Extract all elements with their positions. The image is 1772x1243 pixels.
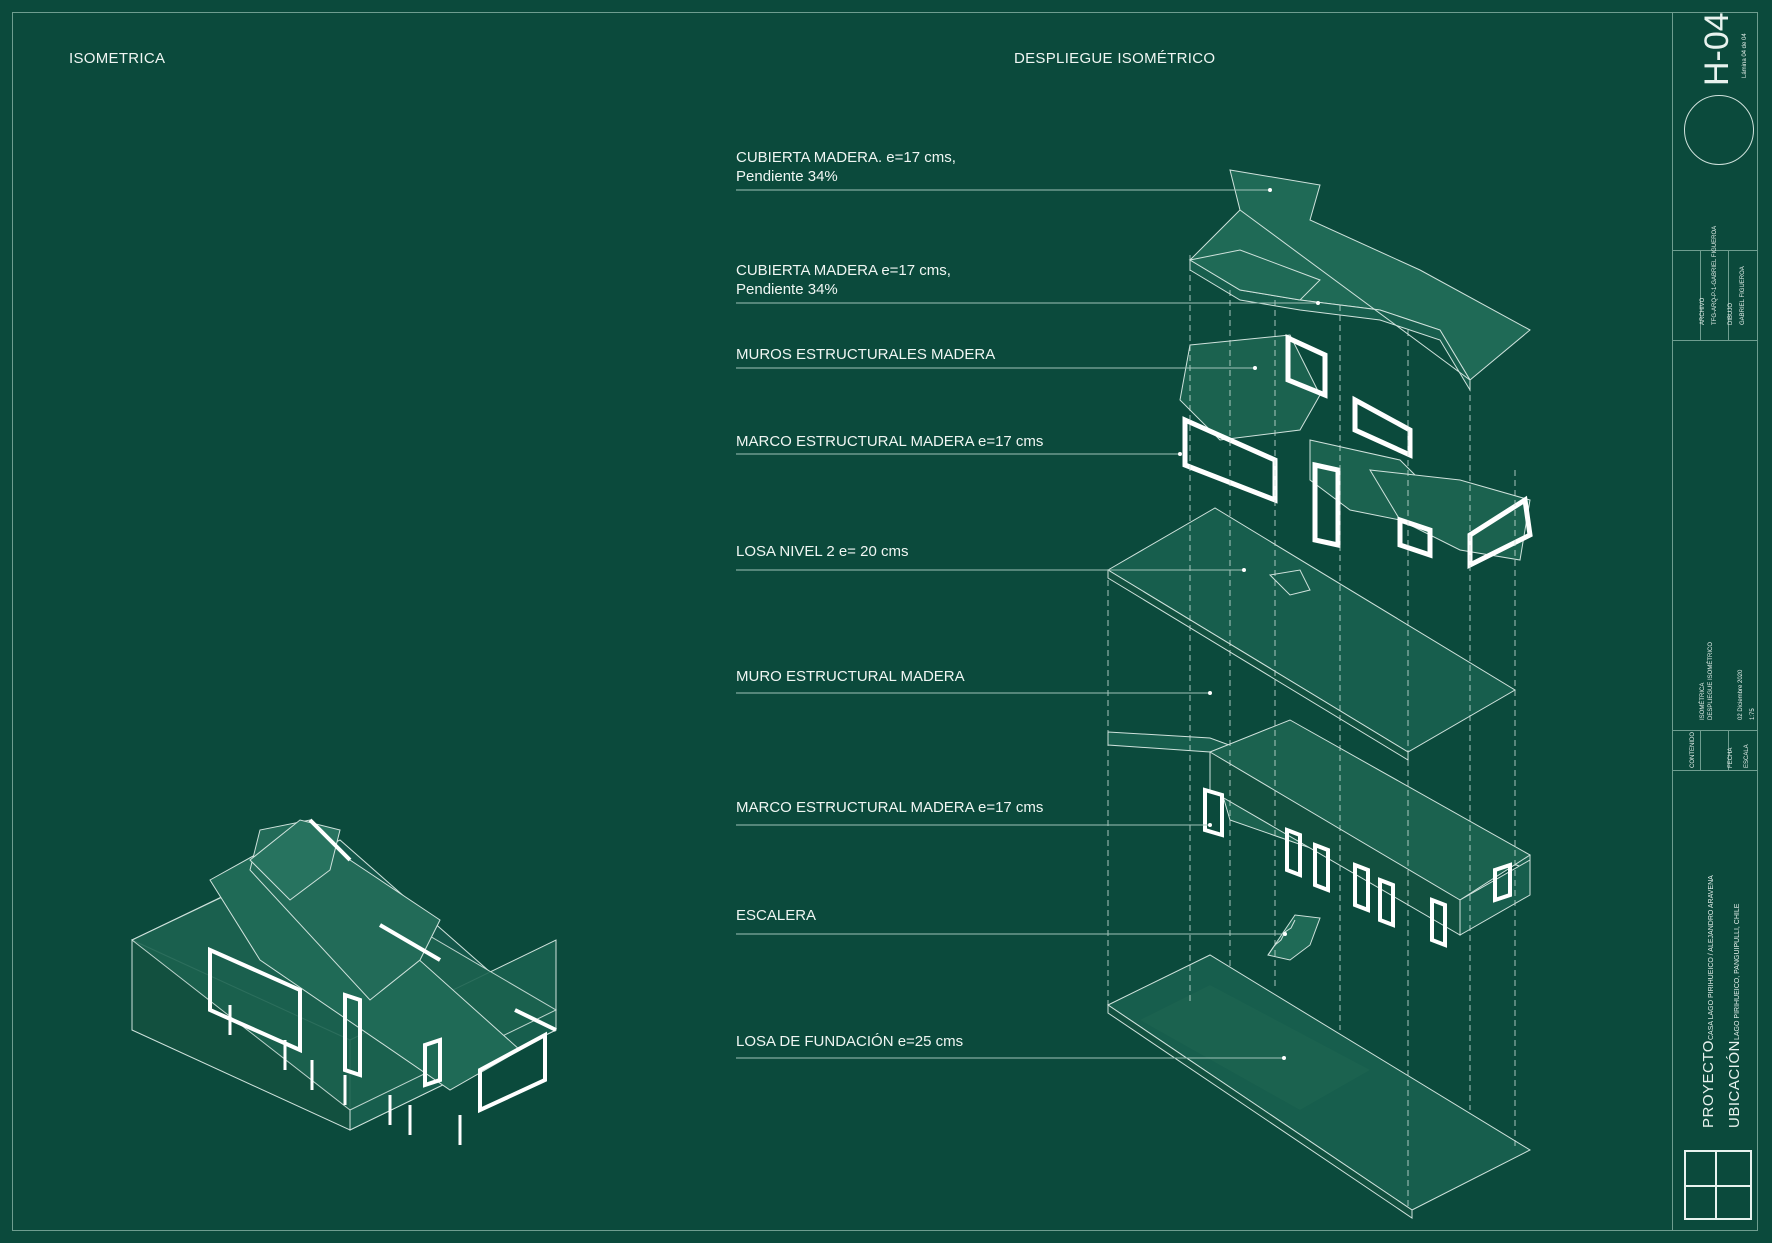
sheet-code: H-04: [1698, 12, 1736, 86]
leader-lines: [736, 189, 1318, 1059]
frame-level2-4: [1312, 461, 1341, 549]
label-roof-upper: CUBIERTA MADERA. e=17 cms,Pendiente 34%: [736, 149, 956, 185]
tb-divider-4: [1672, 770, 1758, 771]
exploded-isometric-heading: DESPLIEGUE ISOMÉTRICO: [1014, 50, 1216, 67]
fecha-value: 02 Diciembre 2020: [1738, 669, 1744, 720]
contenido-label: CONTENIDO: [1690, 732, 1696, 768]
ground-frame-6: [1430, 897, 1447, 948]
dibujo-label: DIBUJO: [1728, 302, 1734, 325]
frame-level2-2: [1285, 334, 1328, 399]
tb-logo-mid-h: [1684, 1185, 1752, 1187]
fecha-label: FECHA: [1728, 747, 1734, 768]
tb-logo-bottom: [1684, 1218, 1752, 1220]
frame-level2-5: [1397, 516, 1433, 559]
ground-frame-1: [1203, 787, 1224, 838]
tb-divider-1: [1672, 250, 1758, 251]
archivo-value: TFG-ARQ-P-1-GABRIEL FIGUEROA: [1712, 225, 1718, 325]
tb-divider-v2: [1728, 250, 1729, 340]
house-frame-window-2: [343, 992, 362, 1078]
layer-ground-walls: [1107, 719, 1531, 948]
label-slab-level2: LOSA NIVEL 2 e= 20 cms: [736, 543, 909, 560]
tb-divider-v3: [1700, 730, 1701, 770]
proyecto-value: CASA LAGO PIRIHUEICO / ALEJANDRO ARAVENA: [1708, 875, 1715, 1040]
house-frame-window-3: [478, 1031, 547, 1114]
label-foundation-slab: LOSA DE FUNDACIÓN e=25 cms: [736, 1033, 964, 1050]
assembled-house-isometric: [131, 818, 558, 1145]
ubicacion-label: UBICACIÓN: [1726, 1040, 1743, 1128]
stair-body: [1267, 914, 1321, 961]
title-block: [1672, 12, 1758, 1231]
layer-roof-lower: [1188, 249, 1321, 301]
house-roof-edge-1: [308, 818, 352, 862]
layer-stair: [1267, 914, 1321, 961]
house-roof-edge-2: [378, 923, 442, 962]
contenido-value-2: DESPLIEGUE ISOMÉTRICO: [1708, 641, 1714, 720]
ground-frame-7: [1493, 862, 1512, 903]
projection-lines: [1107, 255, 1516, 1210]
exploded-isometric: [736, 169, 1533, 1219]
slab-level2-stair-opening: [1268, 569, 1311, 596]
tb-logo-top: [1684, 1150, 1752, 1152]
layer-foundation-slab: [1107, 954, 1532, 1219]
escala-label: ESCALA: [1744, 744, 1750, 768]
label-stair: ESCALERA: [736, 907, 817, 924]
leader-dots: [1178, 188, 1320, 1060]
north-circle: [1684, 95, 1754, 165]
stair-steps: [1267, 919, 1296, 956]
ground-frame-2: [1285, 827, 1302, 878]
house-frame-window-4: [423, 1037, 442, 1088]
ubicacion-value: LAGO PIRIHUEICO, PANGUIPULLI, CHILE: [1734, 903, 1741, 1040]
tb-divider-3: [1672, 730, 1758, 731]
house-roof-ridge: [249, 819, 341, 901]
foundation-shadow: [1140, 985, 1370, 1110]
label-structural-walls: MUROS ESTRUCTURALES MADERA: [736, 346, 996, 363]
isometric-heading: ISOMETRICA: [69, 50, 166, 67]
ground-frame-5: [1378, 877, 1395, 928]
escala-value: 1:75: [1750, 708, 1756, 720]
tb-divider-2: [1672, 340, 1758, 341]
sheet-count: Lámina 04 de 04: [1742, 33, 1748, 78]
proyecto-label: PROYECTO: [1700, 1040, 1717, 1128]
house-roof-edge-3: [514, 1008, 557, 1032]
level2-wall-block-1: [1179, 334, 1321, 441]
label-structural-frame-level2: MARCO ESTRUCTURAL MADERA e=17 cms: [736, 433, 1044, 450]
label-structural-wall: MURO ESTRUCTURAL MADERA: [736, 668, 965, 685]
roof-ridge: [1239, 209, 1471, 381]
ground-frame-4: [1353, 862, 1370, 913]
archivo-label: ARCHIVO: [1700, 297, 1706, 325]
label-structural-frame-ground: MARCO ESTRUCTURAL MADERA e=17 cms: [736, 799, 1044, 816]
ground-frame-3: [1313, 842, 1330, 893]
sheet-frame: [12, 12, 1758, 1231]
dibujo-value: GABRIEL FIGUEROA: [1740, 266, 1746, 325]
isometric-drawing: [131, 169, 1533, 1219]
tb-divider-v4: [1728, 730, 1729, 770]
frame-level2-3: [1352, 395, 1413, 459]
roof-lower-top: [1188, 249, 1321, 301]
tb-divider-v1: [1700, 250, 1701, 340]
house-frame-window-1: [208, 946, 302, 1054]
contenido-value-1: ISOMÉTRICA: [1700, 682, 1706, 720]
label-roof-lower: CUBIERTA MADERA e=17 cms,Pendiente 34%: [736, 262, 951, 298]
